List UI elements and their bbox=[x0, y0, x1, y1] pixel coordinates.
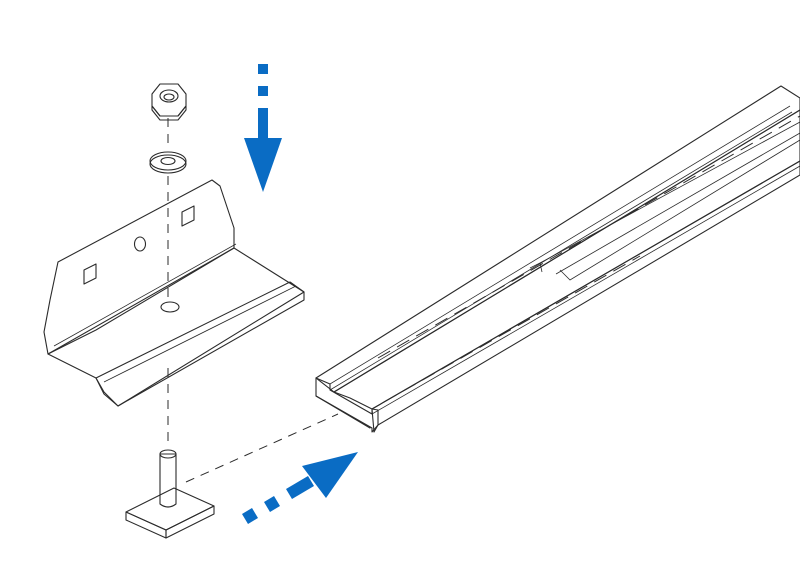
dotted-arrow-diagonal-icon bbox=[242, 452, 358, 524]
c-channel-rail-icon bbox=[315, 85, 800, 433]
alignment-lines bbox=[167, 118, 339, 483]
washer-icon bbox=[149, 151, 187, 174]
hex-nut-icon bbox=[151, 83, 187, 121]
dotted-arrow-down-icon bbox=[244, 64, 282, 192]
angle-bracket-icon bbox=[43, 179, 305, 407]
t-bolt-icon bbox=[125, 449, 215, 539]
